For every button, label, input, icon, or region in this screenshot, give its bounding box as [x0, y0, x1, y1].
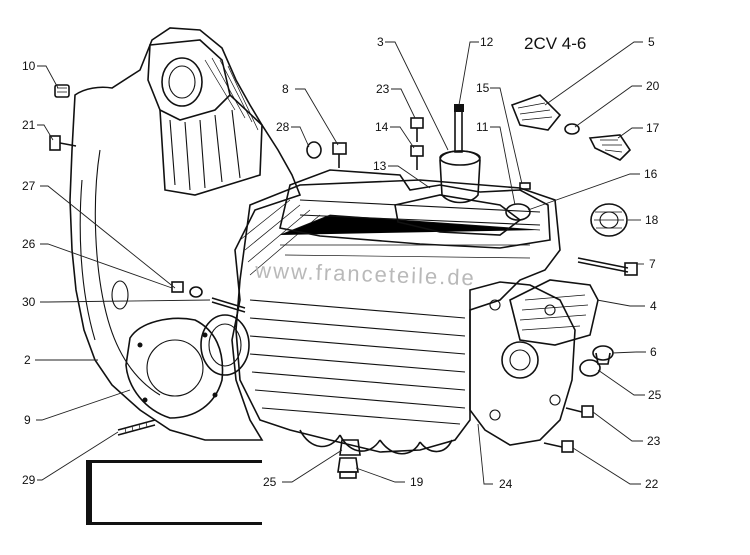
callout-23-lower: 23 — [647, 434, 661, 448]
callout-27: 27 — [22, 179, 36, 193]
leader-lines — [35, 41, 646, 485]
callout-14: 14 — [375, 120, 389, 134]
callout-labels: 10 21 27 26 30 2 9 29 8 28 3 12 23 14 13… — [22, 35, 662, 491]
gearbox-housing-drawing — [69, 27, 599, 456]
part-14-bolt — [410, 145, 424, 170]
part-20-clip — [564, 123, 580, 135]
part-5-drive-gear — [510, 94, 562, 131]
part-29-stud — [117, 419, 156, 436]
part-25-seal-right — [579, 359, 601, 377]
callout-26: 26 — [22, 237, 36, 251]
callout-5: 5 — [648, 35, 655, 49]
part-7-stud — [577, 257, 638, 276]
callout-13: 13 — [373, 159, 387, 173]
callout-21: 21 — [22, 118, 36, 132]
part-27-washer — [189, 286, 203, 298]
callout-15: 15 — [476, 81, 490, 95]
callout-11: 11 — [476, 120, 489, 134]
part-23-bolt-lower — [565, 405, 594, 418]
callout-28: 28 — [276, 120, 290, 134]
callout-23-upper: 23 — [376, 82, 390, 96]
callout-20: 20 — [646, 79, 660, 93]
callout-25-lower: 25 — [263, 475, 277, 489]
callout-24: 24 — [499, 477, 513, 491]
part-30-stud — [211, 297, 246, 313]
part-18-cap — [590, 203, 628, 237]
callout-22: 22 — [645, 477, 659, 491]
callout-18: 18 — [645, 213, 659, 227]
part-17-pinion — [588, 134, 632, 161]
callout-17: 17 — [646, 121, 660, 135]
part-22-bolt — [543, 440, 574, 453]
part-26-nut — [171, 281, 184, 293]
part-23-bolt-upper — [410, 117, 424, 142]
callout-8: 8 — [282, 82, 289, 96]
callout-10: 10 — [22, 59, 36, 73]
callout-2: 2 — [24, 353, 31, 367]
callout-9: 9 — [24, 413, 31, 427]
callout-7: 7 — [649, 257, 656, 271]
callout-29: 29 — [22, 473, 36, 487]
part-28-bush — [306, 141, 322, 159]
watermark-text: www.franceteile.de — [254, 258, 476, 291]
part-21-bolt — [49, 135, 77, 151]
part-19-drain-plug — [337, 457, 359, 479]
callout-16: 16 — [644, 167, 658, 181]
corner-bracket — [86, 460, 262, 525]
callout-3: 3 — [377, 35, 384, 49]
part-11-pin — [519, 182, 531, 190]
callout-19: 19 — [410, 475, 424, 489]
part-10-nut — [54, 84, 70, 98]
callout-12: 12 — [480, 35, 494, 49]
callout-30: 30 — [22, 295, 36, 309]
diagram-title: 2CV 4-6 — [524, 34, 586, 53]
part-8-bolt — [332, 142, 347, 168]
callout-25-right: 25 — [648, 388, 662, 402]
loose-parts — [49, 84, 638, 479]
callout-6: 6 — [650, 345, 657, 359]
callout-4: 4 — [650, 299, 657, 313]
